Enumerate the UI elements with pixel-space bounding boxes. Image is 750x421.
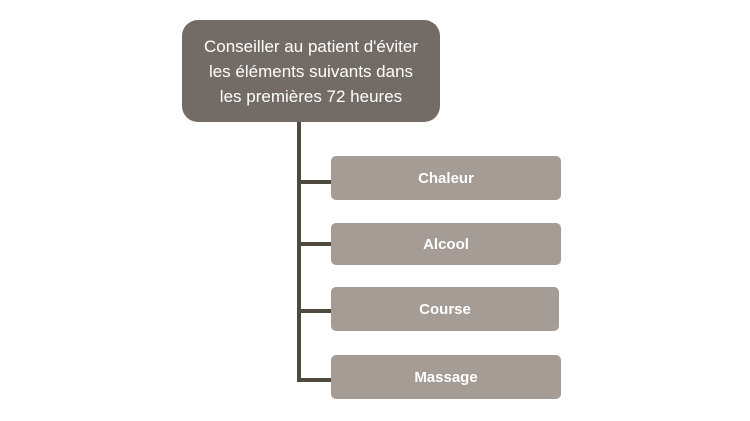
branch-connector-chaleur bbox=[297, 180, 331, 184]
branch-connector-massage bbox=[297, 378, 331, 382]
trunk-connector bbox=[297, 122, 301, 382]
root-node: Conseiller au patient d'éviter les éléme… bbox=[182, 20, 440, 122]
child-node-chaleur: Chaleur bbox=[331, 156, 561, 200]
child-node-course: Course bbox=[331, 287, 559, 331]
child-node-massage: Massage bbox=[331, 355, 561, 399]
branch-connector-alcool bbox=[297, 242, 331, 246]
branch-connector-course bbox=[297, 309, 331, 313]
child-node-alcool: Alcool bbox=[331, 223, 561, 265]
